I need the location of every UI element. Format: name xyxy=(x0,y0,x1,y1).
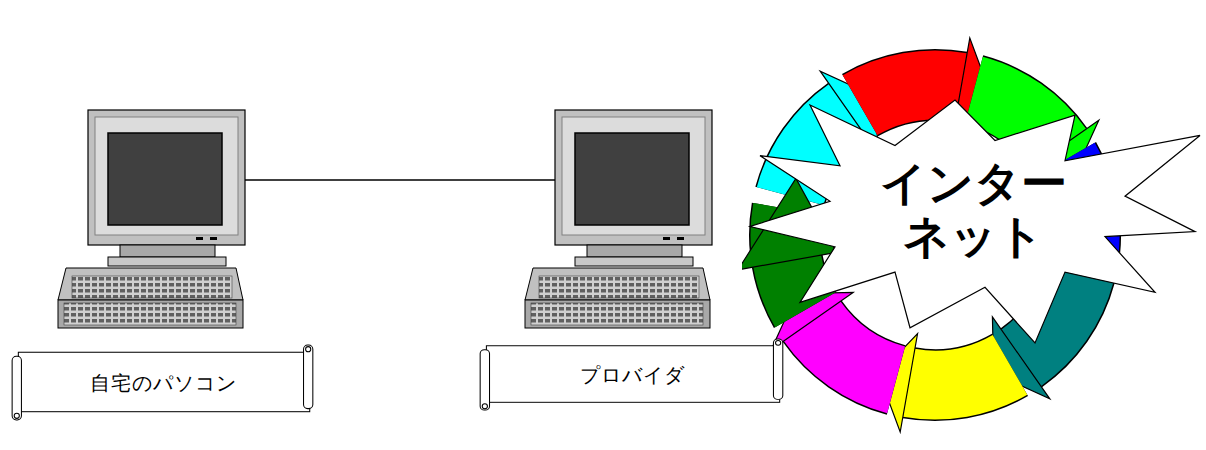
connection-line xyxy=(245,179,555,181)
starburst-label: インター ネット xyxy=(745,100,1205,348)
scroll-banner: 自宅のパソコン xyxy=(8,342,318,424)
scroll-banner: プロバイダ xyxy=(476,336,788,414)
cloud-label: インター ネット xyxy=(873,157,1073,263)
provider-computer xyxy=(525,110,712,328)
scroll-shape xyxy=(480,339,783,410)
home-computer xyxy=(58,110,245,328)
starburst-shape xyxy=(750,100,1200,343)
banner-label: 自宅のパソコン xyxy=(90,370,237,397)
scroll-shape xyxy=(12,345,313,420)
banner-label: プロバイダ xyxy=(580,362,685,389)
